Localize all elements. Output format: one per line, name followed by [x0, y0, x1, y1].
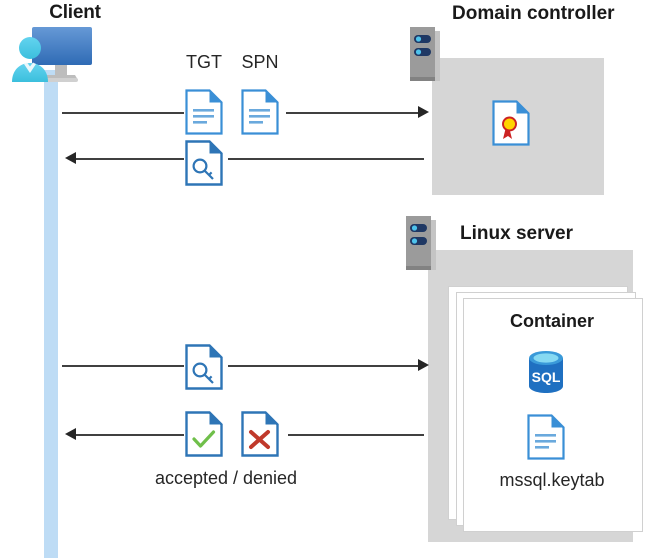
flow-line-request-tgt-right [286, 112, 418, 114]
flow-line-result-left [76, 434, 184, 436]
domain-controller-title: Domain controller [452, 3, 615, 24]
container-title: Container [509, 311, 594, 331]
document-icon [527, 414, 565, 460]
text-document-icon [241, 89, 279, 135]
tgt-label: TGT [186, 52, 222, 72]
svg-text:SQL: SQL [532, 369, 561, 385]
keytab-filename-label: mssql.keytab [499, 470, 605, 490]
client-title: Client [49, 2, 101, 23]
check-document-icon [185, 411, 223, 457]
sql-database-icon: SQL [524, 349, 568, 395]
key-document-icon [185, 140, 223, 186]
flow-line-auth-right [228, 365, 418, 367]
arrowhead-to-linux-server [418, 359, 429, 371]
flow-line-result-right [288, 434, 424, 436]
flow-line-ticket-left [76, 158, 184, 160]
flow-line-request-tgt-left [62, 112, 184, 114]
client-lifeline [44, 70, 58, 558]
client-workstation-icon [8, 24, 112, 86]
spn-label: SPN [241, 52, 279, 72]
arrowhead-to-client-result [65, 428, 76, 440]
container-card-front [463, 298, 643, 532]
linux-server-title: Linux server [460, 223, 573, 244]
arrowhead-to-domain-controller [418, 106, 429, 118]
certificate-document-icon [492, 100, 530, 146]
server-rack-icon [410, 27, 440, 81]
text-document-icon [185, 89, 223, 135]
server-rack-icon [406, 216, 436, 270]
flow-line-ticket-right [228, 158, 424, 160]
cross-document-icon [241, 411, 279, 457]
key-document-icon [185, 344, 223, 390]
result-label: accepted / denied [154, 468, 298, 488]
flow-line-auth-left [62, 365, 184, 367]
arrowhead-to-client-ticket [65, 152, 76, 164]
